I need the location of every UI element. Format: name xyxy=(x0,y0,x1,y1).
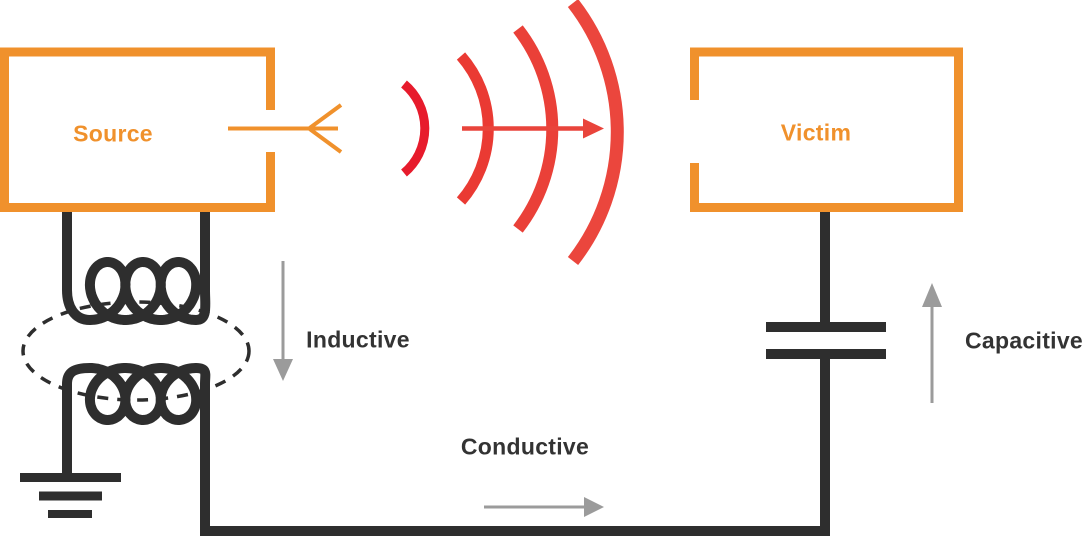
source-label: Source xyxy=(73,120,153,147)
capacitive-label: Capacitive xyxy=(964,327,1082,354)
inductor-secondary-coil-and-conductive-wire xyxy=(62,354,830,536)
inductor-primary-coil xyxy=(62,211,211,325)
inductive-arrow xyxy=(273,261,293,381)
conductive-arrow xyxy=(484,497,604,517)
antenna-icon xyxy=(228,103,343,154)
ground-icon xyxy=(20,473,121,518)
inductive-label: Inductive xyxy=(306,326,410,353)
wave-arc-4 xyxy=(567,0,624,265)
wave-arc-1 xyxy=(401,80,430,177)
radiated-arrow xyxy=(462,118,604,139)
mutual-coupling-ellipse xyxy=(21,300,251,402)
source-box xyxy=(0,47,275,212)
capacitor-icon xyxy=(766,322,886,359)
victim-box xyxy=(690,47,963,212)
victim-label: Victim xyxy=(780,119,852,146)
capacitive-arrow xyxy=(922,283,942,403)
conductive-label: Conductive xyxy=(460,433,590,460)
